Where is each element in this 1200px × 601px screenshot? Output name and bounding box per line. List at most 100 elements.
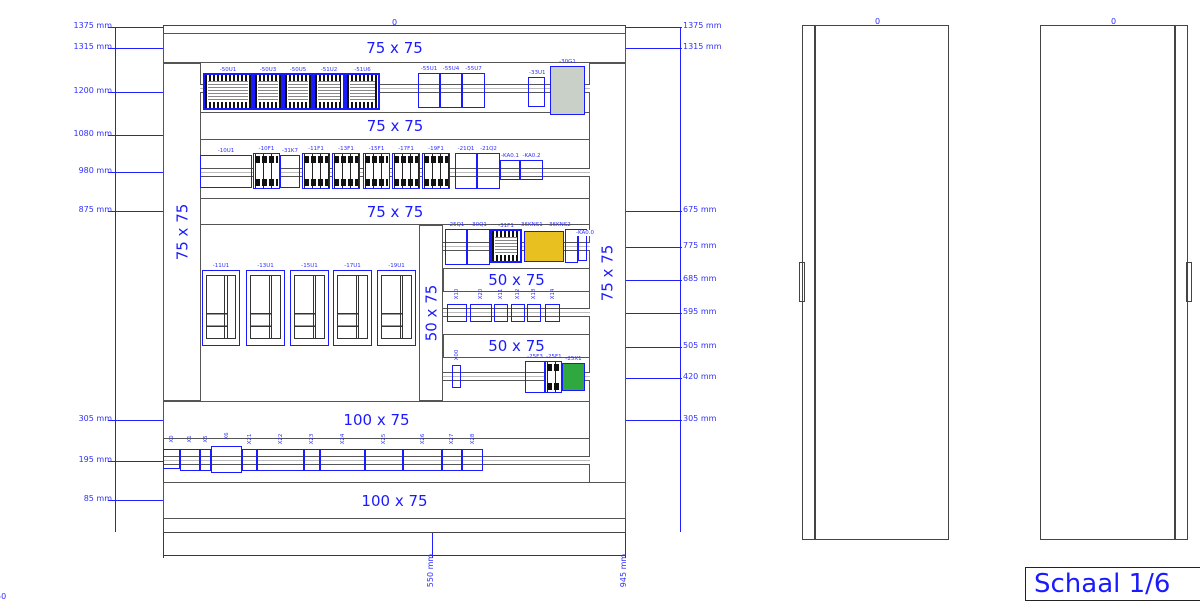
terminal-block-terminals_bottom[interactable]: X28	[462, 434, 483, 471]
component-label: X14	[549, 288, 556, 300]
left-dim-label: 305 mm	[78, 414, 112, 423]
component-row2[interactable]: -17F1	[392, 146, 420, 189]
duct-label: 75 x 75	[598, 244, 617, 302]
component-drives[interactable]: -11U1	[202, 263, 240, 346]
component-label: -19F1	[428, 146, 444, 152]
duct-lower: 100 x 75	[163, 401, 590, 439]
component-label: -30Q1	[470, 222, 487, 228]
right-dim-label: 305 mm	[683, 414, 717, 423]
component-label: X26	[419, 433, 426, 445]
component-row1[interactable]: -30G1	[550, 59, 585, 115]
component-drives[interactable]: -19U1	[377, 263, 416, 346]
component-lower_right[interactable]: -25X1	[562, 356, 585, 391]
component-row2[interactable]: -KA0.1	[500, 153, 520, 180]
component-label: -KA0.1	[501, 153, 520, 159]
component-label: -55U4	[442, 66, 460, 72]
duct-label: 75 x 75	[366, 117, 424, 135]
dim-leader	[626, 211, 682, 212]
duct-right-lower: 50 x 75	[443, 334, 590, 358]
component-label: X25	[381, 433, 387, 445]
component-row1[interactable]: -55U1	[418, 66, 440, 108]
component-drives[interactable]: -17U1	[333, 263, 372, 346]
component-label: -36KNS1	[519, 222, 543, 228]
bottom-dimension-line	[163, 555, 626, 556]
component-label: X27	[449, 433, 455, 445]
duct-label: 50 x 75	[422, 284, 440, 342]
component-drives[interactable]: -13U1	[246, 263, 285, 346]
component-row1[interactable]: -50U3	[253, 67, 283, 110]
component-row2[interactable]: -KA0.2	[520, 153, 543, 180]
right-dim-label: 1315 mm	[683, 42, 722, 51]
right-dim-label: 1375 mm	[683, 21, 722, 30]
component-row2[interactable]: -10F1	[253, 146, 280, 189]
terminal-block-terminals_bottom[interactable]: X5	[200, 435, 211, 471]
terminal-block-terminals_mid[interactable]: X10	[447, 289, 467, 322]
component-mid_right[interactable]: -36KNS1	[519, 222, 564, 262]
component-label: -21Q1	[457, 146, 475, 152]
terminal-block-terminals_bottom[interactable]: X6	[211, 432, 242, 473]
terminal-block-terminals_mid[interactable]: X11	[494, 289, 508, 322]
side-view-1-hinge	[799, 262, 805, 302]
component-row2[interactable]: -10U1	[200, 148, 252, 188]
duct-row1: 75 x 75	[200, 112, 590, 140]
component-row2[interactable]: -21Q2	[477, 146, 500, 189]
duct-left: 75 x 75	[163, 63, 201, 401]
component-row1[interactable]: -55U7	[462, 66, 485, 108]
component-label: X13	[531, 288, 537, 300]
terminal-block-terminals_bottom[interactable]: X25	[365, 434, 403, 471]
component-label: X28	[469, 433, 476, 445]
side-view-2-body	[1040, 25, 1175, 540]
component-lower_right[interactable]: -25F1	[545, 354, 562, 393]
component-label: X24	[339, 433, 346, 445]
terminal-block-terminals_bottom[interactable]: X21	[242, 434, 257, 471]
component-row2[interactable]: -13F1	[332, 146, 360, 189]
component-row1[interactable]: -33U1	[528, 70, 546, 107]
component-row2[interactable]: -31K7	[280, 148, 300, 188]
component-row1[interactable]: -50U5	[283, 67, 313, 110]
component-mid_right[interactable]: -25Q1	[445, 222, 467, 265]
component-mid_right[interactable]: -30Q1	[467, 222, 490, 265]
terminal-block-terminals_mid[interactable]: X14	[545, 289, 560, 322]
terminal-block-terminals_mid[interactable]: X12	[511, 289, 525, 322]
terminal-block-terminals_bottom[interactable]: X24	[320, 434, 365, 471]
dim-leader	[108, 211, 163, 212]
component-label: -36KNS2	[547, 222, 571, 228]
left-dim-label: 85 mm	[83, 494, 112, 503]
component-label: -50U3	[259, 67, 277, 73]
component-label: -11U1	[212, 263, 230, 269]
terminal-block-terminals_bottom[interactable]: X22	[257, 434, 304, 471]
dim-leader	[108, 172, 163, 173]
terminal-block-terminals_bottom[interactable]: X27	[442, 434, 462, 471]
component-mid_right[interactable]: -36KNS2	[547, 222, 578, 263]
left-dim-label: 875 mm	[78, 205, 112, 214]
component-label: -25X1	[565, 356, 582, 362]
component-lower_right[interactable]: -25F3	[525, 354, 545, 393]
component-mid_right[interactable]: -31F1	[490, 223, 522, 263]
component-row2[interactable]: -11F1	[302, 146, 330, 189]
terminal-block-lower_right[interactable]: X00	[452, 350, 461, 388]
component-row1[interactable]: -51U6	[345, 67, 380, 110]
component-label: -15U1	[301, 263, 318, 269]
terminal-block-terminals_bottom[interactable]: X1	[180, 435, 200, 471]
component-label: -11F1	[308, 146, 324, 152]
component-row1[interactable]: -51U2	[313, 67, 345, 110]
component-label: X22	[277, 433, 284, 445]
terminal-block-terminals_bottom[interactable]: X26	[403, 434, 442, 471]
dim-leader	[626, 48, 682, 49]
component-drives[interactable]: -15U1	[290, 263, 329, 346]
right-dimension-line	[680, 27, 681, 532]
component-label: -31K7	[281, 148, 299, 154]
component-row2[interactable]: -19F1	[422, 146, 450, 189]
component-mid_right[interactable]: -KA0.0	[576, 229, 595, 261]
component-label: -51U6	[354, 67, 371, 73]
terminal-block-terminals_bottom[interactable]: X0	[163, 435, 180, 469]
terminal-block-terminals_bottom[interactable]: X23	[304, 434, 320, 471]
terminal-block-terminals_mid[interactable]: X13	[527, 289, 541, 322]
duct-label: 50 x 75	[488, 337, 545, 355]
component-row1[interactable]: -50U1	[203, 67, 253, 110]
component-row2[interactable]: -21Q1	[455, 146, 477, 189]
component-row2[interactable]: -15F1	[363, 146, 390, 189]
component-label: -50U1	[219, 67, 237, 73]
component-row1[interactable]: -55U4	[440, 66, 462, 108]
terminal-block-terminals_mid[interactable]: X20	[470, 289, 492, 322]
